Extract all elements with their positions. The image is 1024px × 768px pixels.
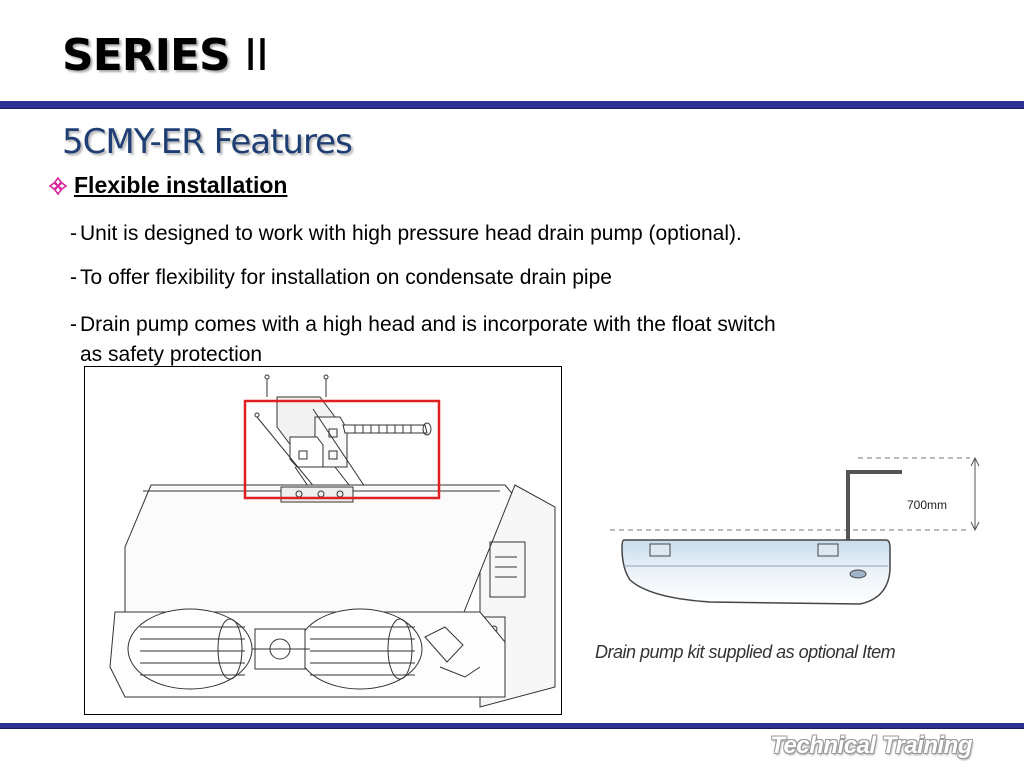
unit-exploded-drawing [109, 374, 556, 708]
drain-pump-figure [610, 456, 980, 605]
diamond-bullet-icon [48, 176, 68, 195]
series-title-roman: II [244, 30, 269, 81]
dimension-label: 700mm [907, 498, 948, 512]
feature-line-2: -To offer flexibility for installation o… [70, 266, 612, 290]
page-subtitle: 5CMY-ER Features [62, 122, 353, 162]
series-title: SERIES II [62, 30, 269, 81]
section-heading: Flexible installation [74, 172, 288, 198]
line-dash: - [70, 313, 77, 336]
feature-line-3: -Drain pump comes with a high head and i… [70, 313, 776, 337]
line-dash: - [70, 222, 77, 245]
pump-highlight-box [243, 399, 441, 500]
series-title-main: SERIES [62, 30, 231, 81]
feature-line-1: -Unit is designed to work with high pres… [70, 222, 742, 246]
pump-caption: Drain pump kit supplied as optional Item [595, 642, 896, 662]
footer-brand: Technical Training [770, 732, 972, 759]
bottom-divider [0, 723, 1024, 729]
feature-text-1: Unit is designed to work with high press… [80, 222, 742, 245]
unit-exploded-diagram [84, 366, 562, 715]
line-dash: - [70, 266, 77, 289]
section-heading-row: Flexible installation [48, 172, 287, 199]
top-divider [0, 101, 1024, 109]
feature-line-3-continuation: as safety protection [80, 343, 263, 366]
feature-text-3: Drain pump comes with a high head and is… [80, 313, 776, 336]
feature-text-2: To offer flexibility for installation on… [80, 266, 612, 289]
